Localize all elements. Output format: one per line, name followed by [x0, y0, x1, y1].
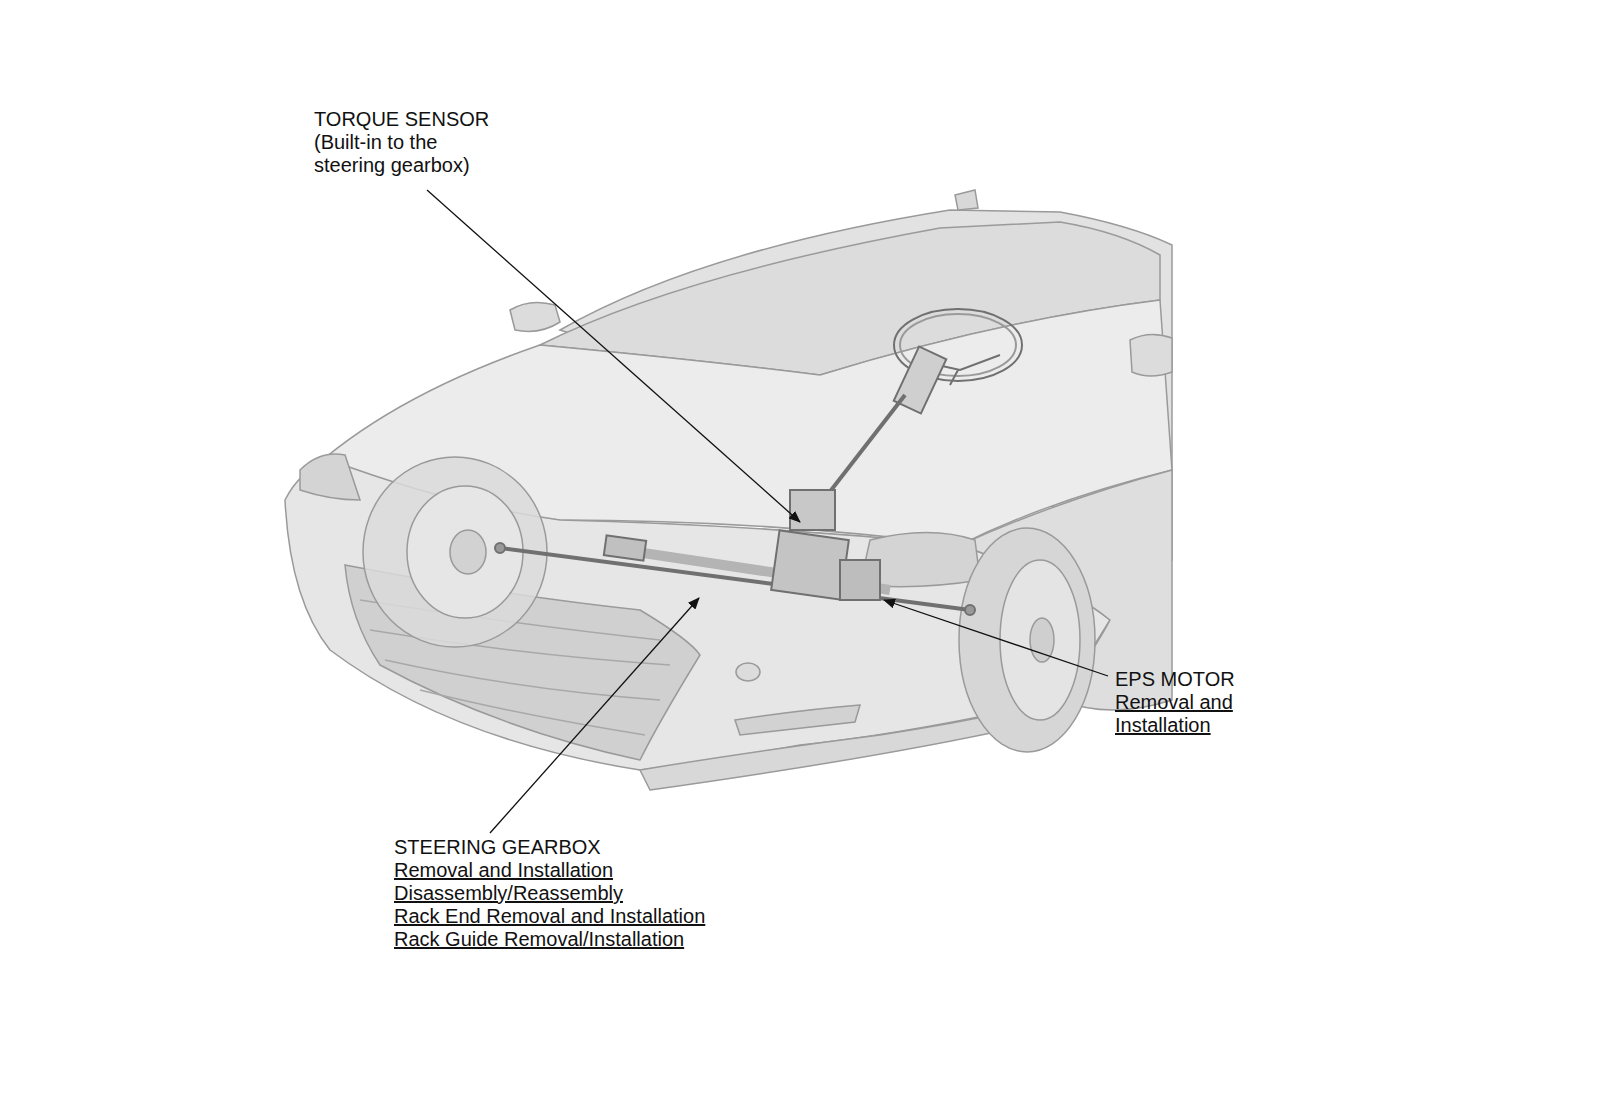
procedure-link: Rack Guide Removal/Installation	[394, 928, 794, 951]
procedure-link: Rack End Removal and Installation	[394, 905, 794, 928]
part-name: STEERING GEARBOX	[394, 836, 794, 859]
wheels	[363, 457, 1095, 752]
part-name: TORQUE SENSOR	[314, 108, 634, 131]
part-note: (Built-in to the steering gearbox)	[314, 131, 504, 177]
part-name: EPS MOTOR	[1115, 668, 1375, 691]
procedure-link: Removal and Installation	[394, 859, 794, 882]
procedure-link: Disassembly/Reassembly	[394, 882, 794, 905]
steering-system	[495, 309, 1022, 615]
leader-lines	[427, 190, 1108, 833]
procedure-link: Removal and Installation	[1115, 691, 1265, 737]
car-body	[285, 190, 1172, 790]
